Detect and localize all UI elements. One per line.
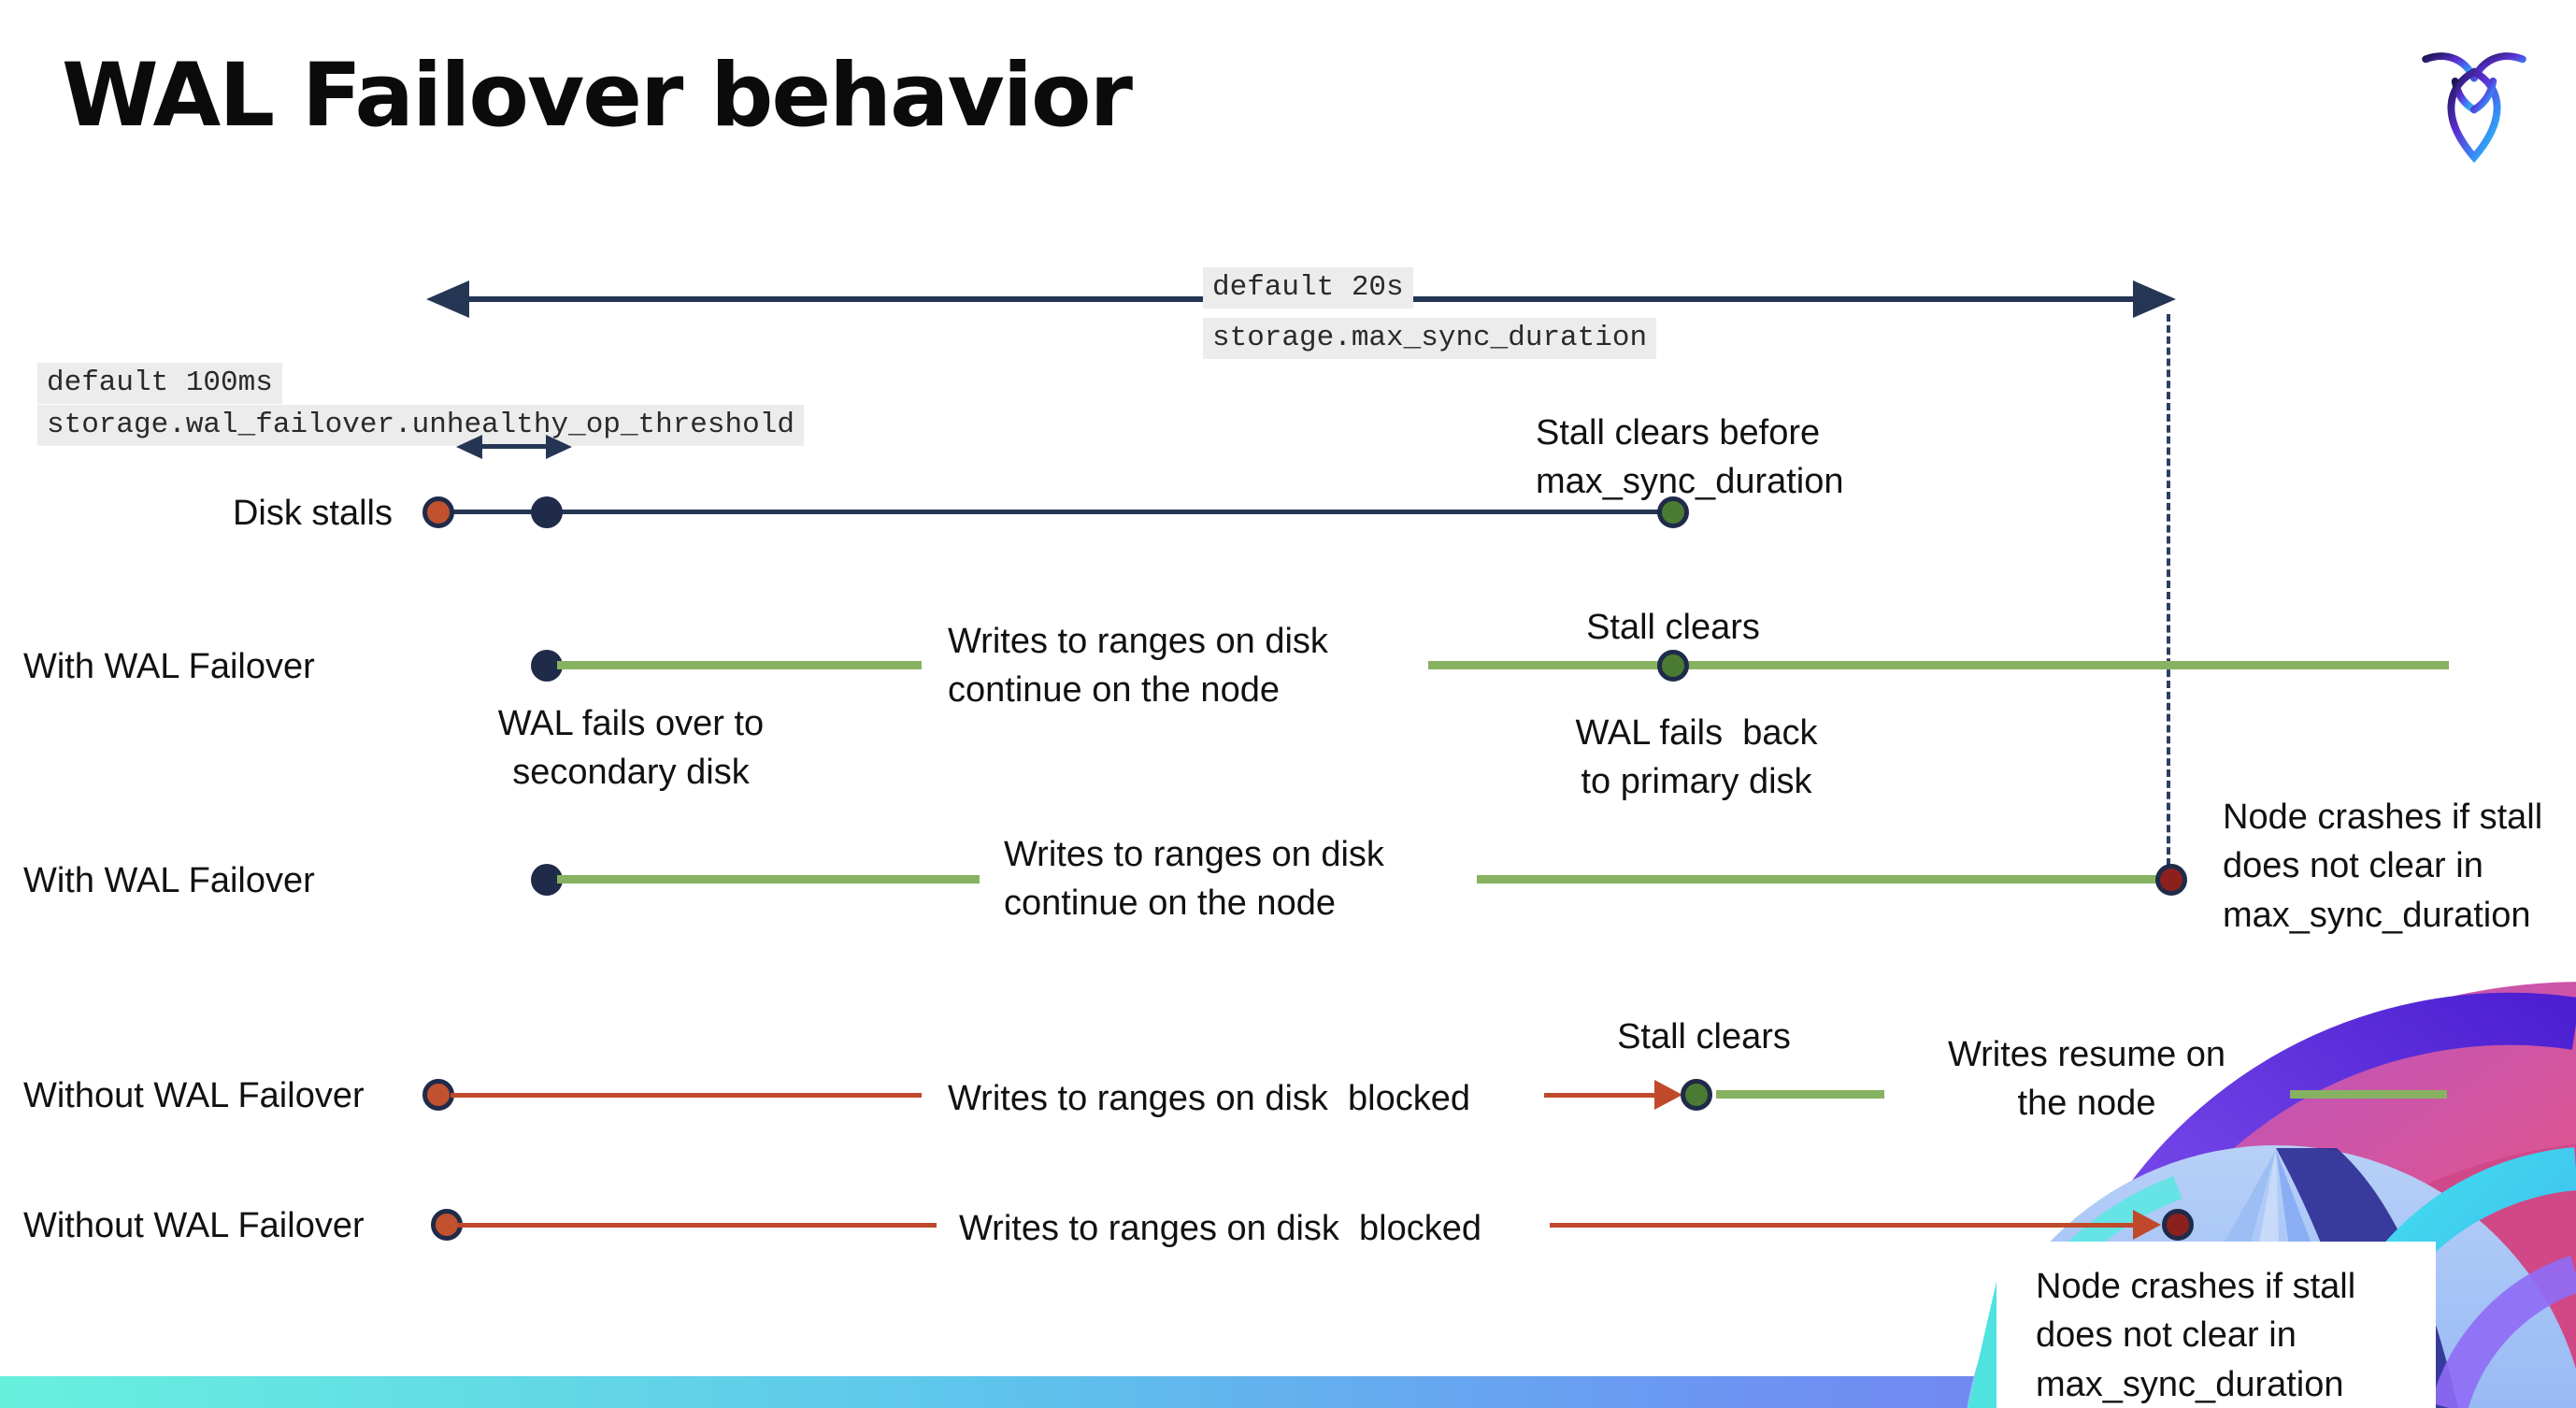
writes-resume-label: Writes resume on the node [1947, 1035, 2226, 1124]
stall-clears-dot [1681, 1079, 1712, 1111]
writes-resume-line [2290, 1090, 2447, 1099]
max-sync-setting-name: storage.max_sync_duration [1203, 318, 1657, 359]
writes-continue-line [1428, 661, 2449, 669]
arrow-right-icon [1654, 1080, 1682, 1110]
threshold-setting-name: storage.wal_failover.unhealthy_op_thresh… [37, 405, 804, 446]
stall-start-dot [422, 1079, 454, 1111]
stall-clears-dot [1657, 650, 1689, 682]
cockroachdb-logo-icon [2422, 52, 2526, 164]
max-sync-default-label: default 20s [1203, 267, 1413, 309]
max-sync-deadline-dashed-line [2167, 314, 2170, 866]
arrow-left-icon [456, 435, 482, 459]
arrow-right-icon [2133, 1210, 2161, 1240]
row-label-with-wal-failover-1: With WAL Failover [23, 647, 315, 686]
wal-fails-back-label: WAL fails back to primary disk [1575, 713, 1818, 802]
writes-continue-label-1: Writes to ranges on disk continue on the… [948, 622, 1328, 711]
stall-start-dot [422, 496, 454, 528]
writes-blocked-label-1: Writes to ranges on disk blocked [948, 1079, 1471, 1118]
writes-continue-line [557, 875, 980, 884]
stall-clears-dot [1657, 496, 1689, 528]
writes-continue-line [1477, 875, 2168, 884]
writes-continue-line [557, 661, 922, 669]
arrow-right-icon [2133, 280, 2176, 318]
writes-blocked-line [1550, 1223, 2135, 1228]
stall-clears-label-1: Stall clears [1586, 608, 1760, 647]
writes-blocked-label-2: Writes to ranges on disk blocked [959, 1209, 1482, 1248]
page-title: WAL Failover behavior [62, 45, 1133, 147]
row-label-without-wal-failover-1: Without WAL Failover [23, 1076, 365, 1115]
arrow-right-icon [546, 435, 572, 459]
writes-blocked-line [458, 1223, 937, 1228]
node-crashes-label-2: Node crashes if stall does not clear in … [2036, 1267, 2356, 1404]
writes-blocked-line [1544, 1093, 1656, 1098]
stall-start-dot [431, 1209, 463, 1241]
failover-threshold-dot [531, 496, 563, 528]
threshold-arrow-shaft [473, 444, 548, 449]
stall-clears-label-2: Stall clears [1617, 1017, 1791, 1056]
node-crash-dot [2162, 1209, 2194, 1241]
arrow-left-icon [426, 280, 469, 318]
writes-blocked-line [451, 1093, 922, 1098]
row-label-disk-stalls: Disk stalls [232, 494, 393, 533]
node-crashes-label-1: Node crashes if stall does not clear in … [2223, 797, 2543, 935]
node-crash-dot [2155, 864, 2187, 896]
threshold-default-label: default 100ms [37, 363, 282, 404]
writes-continue-label-2: Writes to ranges on disk continue on the… [1004, 835, 1384, 924]
row-label-with-wal-failover-2: With WAL Failover [23, 861, 315, 900]
node-crashes-callout: Node crashes if stall does not clear in … [1996, 1242, 2436, 1408]
stall-clears-before-label: Stall clears before max_sync_duration [1536, 413, 1844, 502]
wal-fails-over-label: WAL fails over to secondary disk [497, 704, 765, 793]
writes-resume-line [1716, 1090, 1884, 1099]
row-label-without-wal-failover-2: Without WAL Failover [23, 1206, 365, 1245]
disk-stall-timeline [439, 510, 1673, 514]
